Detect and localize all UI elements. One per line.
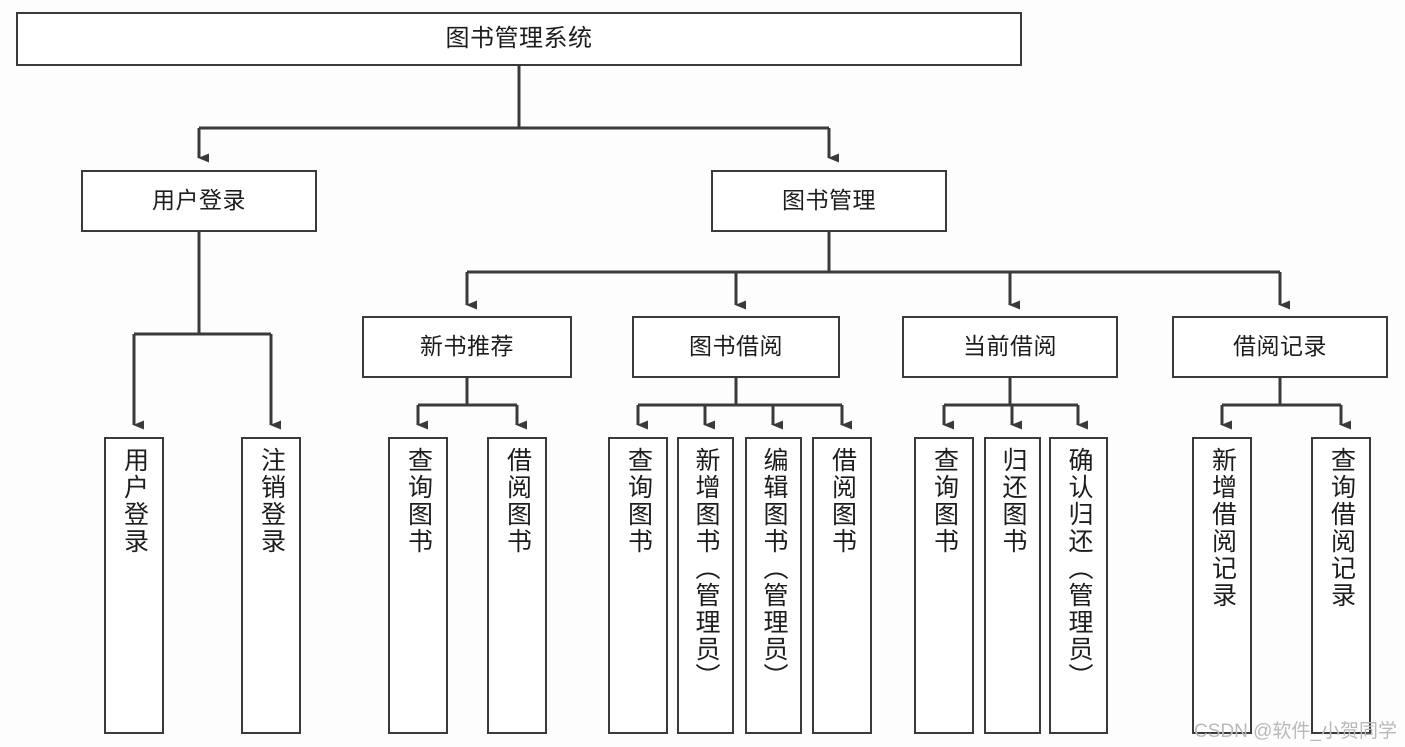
node-label: 编辑图书（管理员）	[760, 447, 788, 690]
leaf-current-borrow-return-book[interactable]: 归还图书	[984, 437, 1041, 734]
node-label: 注销登录	[257, 447, 286, 555]
node-new-book-recommend[interactable]: 新书推荐	[362, 316, 572, 378]
leaf-book-borrow-add-book-admin[interactable]: 新增图书（管理员）	[677, 437, 734, 734]
node-user-login[interactable]: 用户登录	[81, 170, 317, 232]
node-label: 查询图书	[624, 447, 653, 555]
csdn-watermark: CSDN @软件_小贺同学	[1194, 721, 1397, 742]
node-label: 图书借阅	[689, 333, 783, 360]
node-label: 查询借阅记录	[1327, 447, 1356, 609]
node-label: 图书管理	[782, 187, 876, 214]
node-root-book-management-system[interactable]: 图书管理系统	[16, 12, 1022, 66]
node-label: 新书推荐	[420, 333, 514, 360]
leaf-new-book-query-book[interactable]: 查询图书	[388, 437, 448, 734]
leaf-book-borrow-query-book[interactable]: 查询图书	[608, 437, 668, 734]
node-label: 图书管理系统	[445, 24, 593, 52]
node-label: 借阅图书	[503, 447, 532, 555]
node-book-management[interactable]: 图书管理	[711, 170, 947, 232]
leaf-user-login-logout[interactable]: 注销登录	[241, 437, 301, 734]
leaf-current-borrow-query-book[interactable]: 查询图书	[914, 437, 974, 734]
leaf-borrow-record-add-record[interactable]: 新增借阅记录	[1192, 437, 1252, 734]
node-label: 借阅记录	[1233, 333, 1327, 360]
node-label: 归还图书	[999, 447, 1027, 555]
node-label: 借阅图书	[828, 447, 857, 555]
node-label: 当前借阅	[963, 333, 1057, 360]
node-label: 用户登录	[120, 447, 149, 555]
node-current-borrow[interactable]: 当前借阅	[902, 316, 1118, 378]
node-label: 用户登录	[152, 187, 246, 214]
leaf-user-login-login[interactable]: 用户登录	[104, 437, 164, 734]
node-label: 查询图书	[930, 447, 959, 555]
leaf-borrow-record-query-record[interactable]: 查询借阅记录	[1311, 437, 1371, 734]
leaf-new-book-borrow-book[interactable]: 借阅图书	[487, 437, 547, 734]
leaf-current-borrow-confirm-return-admin[interactable]: 确认归还（管理员）	[1049, 437, 1108, 734]
node-label: 查询图书	[404, 447, 433, 555]
node-label: 确认归还（管理员）	[1065, 447, 1093, 690]
node-label: 新增借阅记录	[1208, 447, 1237, 609]
node-label: 新增图书（管理员）	[692, 447, 720, 690]
node-borrow-record[interactable]: 借阅记录	[1172, 316, 1388, 378]
leaf-book-borrow-edit-book-admin[interactable]: 编辑图书（管理员）	[745, 437, 802, 734]
node-book-borrow[interactable]: 图书借阅	[632, 316, 840, 378]
leaf-book-borrow-borrow-book[interactable]: 借阅图书	[812, 437, 872, 734]
